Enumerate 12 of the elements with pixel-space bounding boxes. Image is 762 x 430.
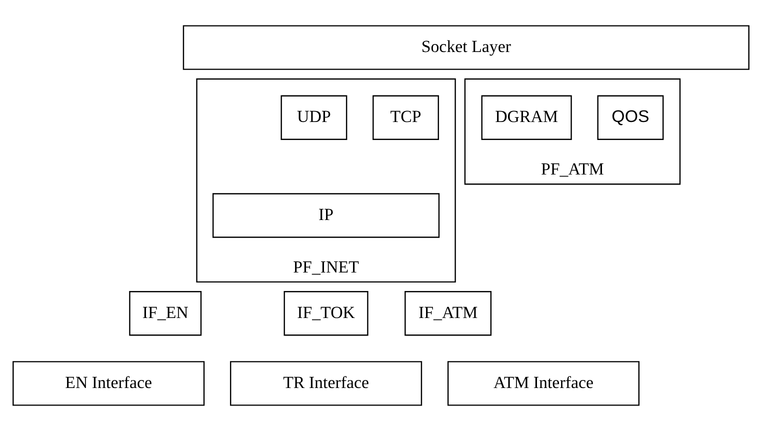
node-box: IF_ATM — [404, 290, 492, 336]
node-box: IF_EN — [129, 290, 202, 336]
node-box: QOS — [597, 94, 664, 140]
node-box: TCP — [372, 94, 439, 140]
node-box: EN Interface — [12, 360, 205, 406]
node-box: IP — [212, 192, 440, 238]
node-box: UDP — [280, 94, 348, 140]
node-box: DGRAM — [481, 94, 572, 140]
node-box: ATM Interface — [447, 360, 640, 406]
node-box: Socket Layer — [182, 24, 750, 70]
node-box: TR Interface — [230, 360, 422, 406]
node-box: IF_TOK — [284, 290, 368, 336]
